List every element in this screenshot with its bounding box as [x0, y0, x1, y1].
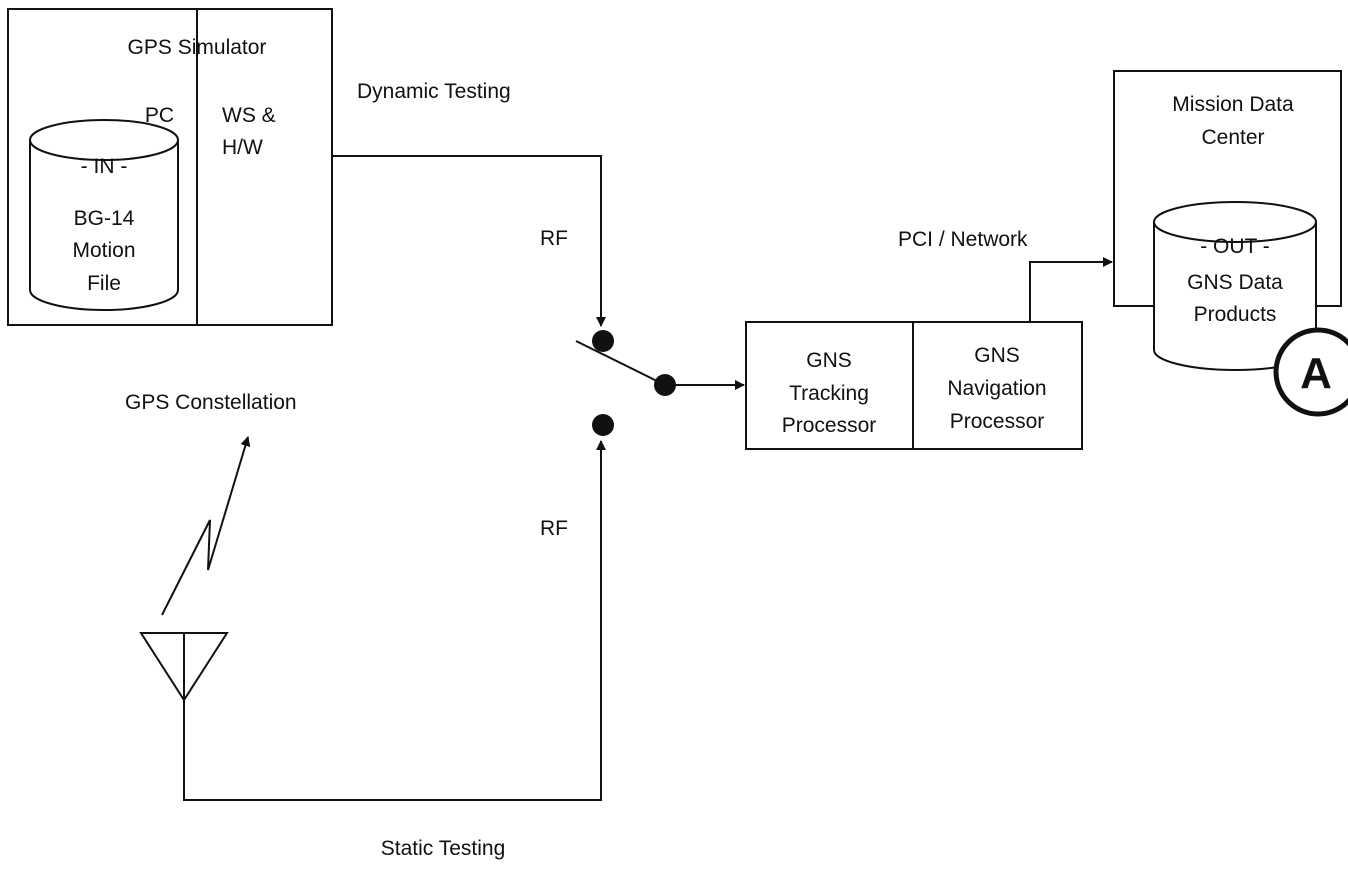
gps-constellation-label: GPS Constellation: [125, 391, 297, 414]
ws-label-line2: H/W: [222, 136, 263, 159]
output-db-tag: - OUT -: [1200, 235, 1270, 258]
mission-data-center-title-line1: Mission Data: [1172, 93, 1294, 116]
input-db-line1: BG-14: [74, 207, 135, 230]
gns-tracking-line1: GNS: [806, 349, 852, 372]
mission-data-center-title-line2: Center: [1201, 126, 1264, 149]
ws-label-line1: WS &: [222, 104, 276, 127]
rf-bottom-label: RF: [540, 517, 568, 540]
input-db-line2: Motion: [72, 239, 135, 262]
switch-lever: [575, 340, 666, 386]
gns-navigation-line3: Processor: [950, 410, 1045, 433]
switch-contact-top: [592, 330, 614, 352]
wireless-signal-icon: [161, 436, 251, 616]
badge-circle: [1273, 327, 1348, 417]
dynamic-rf-line: [332, 155, 606, 327]
static-rf-line: [183, 440, 606, 801]
gns-tracking-line2: Tracking: [789, 382, 869, 405]
switch-contact-bottom: [592, 414, 614, 436]
output-db-line1: GNS Data: [1187, 271, 1283, 294]
network-link-line: [1029, 257, 1113, 322]
input-db-tag: - IN -: [81, 155, 128, 178]
static-testing-label: Static Testing: [381, 837, 506, 860]
gps-simulator-box: [7, 8, 333, 326]
input-db-line3: File: [87, 272, 121, 295]
gns-navigation-line1: GNS: [974, 344, 1020, 367]
gns-navigation-line2: Navigation: [947, 377, 1046, 400]
rf-top-label: RF: [540, 227, 568, 250]
antenna-icon: [139, 632, 229, 702]
pc-label: PC: [145, 104, 174, 127]
gps-simulator-title: GPS Simulator: [128, 36, 267, 59]
gns-tracking-line3: Processor: [782, 414, 877, 437]
input-database-cylinder: - IN - BG-14 Motion File: [29, 119, 179, 311]
badge-letter: A: [1300, 349, 1332, 398]
network-link-label: PCI / Network: [898, 228, 1028, 251]
output-db-line2: Products: [1194, 303, 1277, 326]
dynamic-testing-label: Dynamic Testing: [357, 80, 511, 103]
